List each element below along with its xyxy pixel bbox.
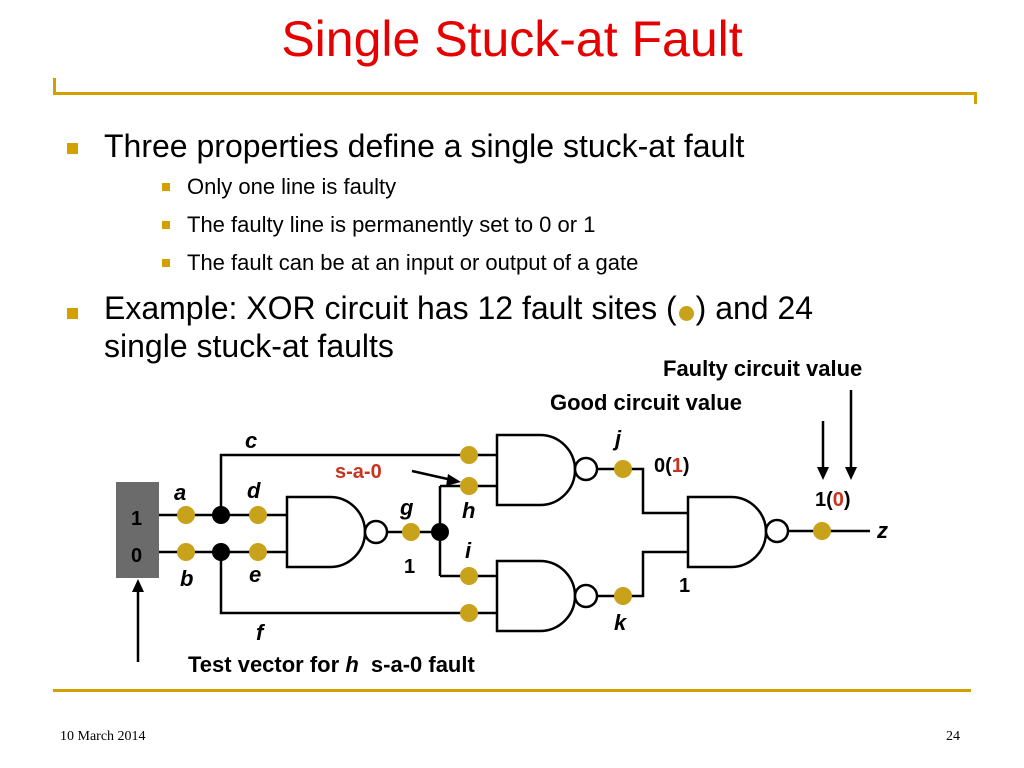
header-rule-left-tick [53, 78, 56, 95]
j-value: 0(1) [654, 455, 690, 477]
sub-bullet-1: Only one line is faulty [187, 174, 397, 199]
fault-site-d [249, 506, 267, 524]
nand-gate-g [285, 495, 367, 569]
bullet-2-line-2: single stuck-at faults [104, 328, 394, 364]
good-circuit-label: Good circuit value [550, 390, 742, 415]
fault-label: s-a-0 [335, 461, 382, 483]
wire-label-d: d [247, 478, 261, 503]
fault-site-e [249, 543, 267, 561]
nand-gate-k-bubble [573, 583, 599, 609]
value-g: 1 [404, 556, 415, 578]
nand-gate-z-bubble [764, 518, 790, 544]
wire-label-z: z [876, 518, 888, 543]
slide-title: Single Stuck-at Fault [281, 11, 743, 67]
header-rule-right-tick [974, 92, 977, 104]
bullet-2-text-b: ) and 24 [695, 290, 814, 326]
test-vector-label: Test vector for h s-a-0 fault [188, 652, 475, 677]
bullet-marker [67, 308, 78, 319]
bullet-2-text-a: Example: XOR circuit has 12 fault sites … [104, 290, 677, 326]
input-value-top: 1 [131, 508, 142, 530]
footer-rule [53, 689, 971, 692]
wire-label-b: b [180, 566, 193, 591]
fault-site-dot-icon [678, 306, 694, 321]
sub-bullet-marker [162, 259, 170, 267]
wire-label-g: g [399, 495, 414, 520]
fault-site-b [177, 543, 195, 561]
z-value: 1(0) [815, 489, 851, 511]
fault-site-z [813, 522, 831, 540]
fault-site-k [614, 587, 632, 605]
sub-bullet-marker [162, 221, 170, 229]
fault-site-a [177, 506, 195, 524]
wire-label-f: f [256, 620, 266, 645]
junction-dot [212, 506, 230, 524]
faulty-circuit-label: Faulty circuit value [663, 356, 862, 381]
fault-site-h [460, 477, 478, 495]
junction-dot [431, 523, 449, 541]
nand-gate-j-bubble [573, 456, 599, 482]
footer-page-number: 24 [946, 729, 960, 744]
fault-site-f [460, 604, 478, 622]
wire-label-k: k [614, 610, 628, 635]
fault-site-i [460, 567, 478, 585]
nand-gate-k [495, 559, 577, 633]
input-value-bottom: 0 [131, 545, 142, 567]
wire-label-j: j [612, 426, 622, 451]
sub-bullet-3: The fault can be at an input or output o… [187, 250, 639, 275]
wire-label-h: h [462, 498, 475, 523]
nand-gate-j [495, 433, 577, 507]
nand-gate-g-bubble [363, 519, 389, 545]
fault-site-j [614, 460, 632, 478]
sub-bullet-marker [162, 183, 170, 191]
bullet-2: Example: XOR circuit has 12 fault sites … [104, 290, 813, 327]
fault-site-c [460, 446, 478, 464]
input-box [116, 482, 159, 578]
bullet-1: Three properties define a single stuck-a… [104, 128, 745, 164]
wire-label-e: e [249, 562, 261, 587]
junction-dot [212, 543, 230, 561]
sub-bullet-2: The faulty line is permanently set to 0 … [187, 212, 596, 237]
nand-gate-z [686, 495, 768, 569]
fault-site-g [402, 523, 420, 541]
wire-label-i: i [465, 538, 472, 563]
wire-label-a: a [174, 480, 186, 505]
bullet-marker [67, 143, 78, 154]
value-k: 1 [679, 575, 690, 597]
wire-label-c: c [245, 428, 257, 453]
footer-date: 10 March 2014 [60, 729, 146, 744]
header-rule [53, 92, 977, 95]
